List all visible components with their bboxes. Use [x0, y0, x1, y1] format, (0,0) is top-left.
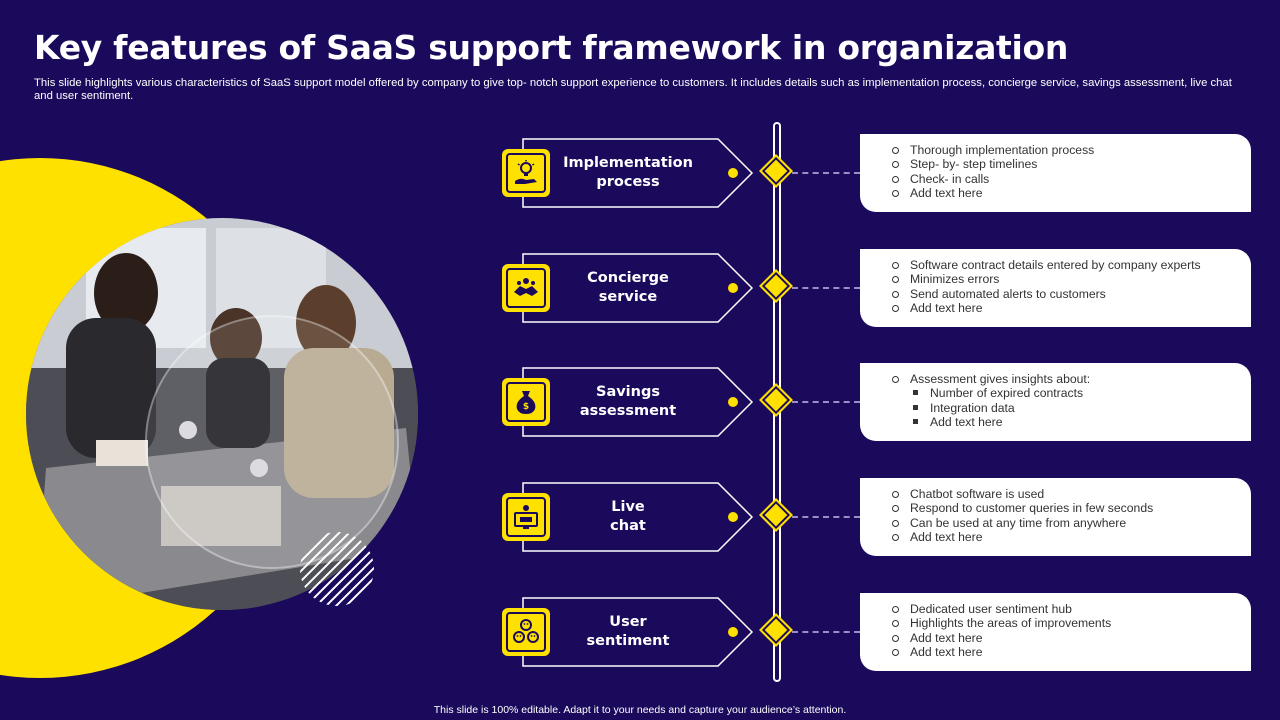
timeline-diamond: [759, 383, 793, 417]
connector-dot: [728, 627, 738, 637]
dashed-connector: [792, 287, 860, 289]
feature-details-card: Chatbot software is used Respond to cust…: [860, 478, 1251, 556]
feature-details-card: Assessment gives insights about: Number …: [860, 363, 1251, 441]
slide-title: Key features of SaaS support framework i…: [34, 28, 1069, 67]
detail-item: Add text here: [892, 645, 1251, 659]
dashed-connector: [792, 172, 860, 174]
detail-sub-item: Integration data: [892, 401, 1251, 415]
money-bag-icon: $: [502, 378, 550, 426]
detail-item: Software contract details entered by com…: [892, 258, 1251, 272]
svg-text:$: $: [523, 402, 529, 412]
connector-dot: [728, 168, 738, 178]
detail-item: Chatbot software is used: [892, 487, 1251, 501]
detail-sub-item: Add text here: [892, 415, 1251, 429]
chat-monitor-icon: [502, 493, 550, 541]
dashed-connector: [792, 401, 860, 403]
feature-details-card: Software contract details entered by com…: [860, 249, 1251, 327]
photo-area: [0, 0, 480, 720]
timeline-diamond: [759, 613, 793, 647]
detail-item: Send automated alerts to customers: [892, 287, 1251, 301]
concierge-handshake-icon: [502, 264, 550, 312]
detail-item: Add text here: [892, 301, 1251, 315]
dashed-connector: [792, 631, 860, 633]
dashed-connector: [792, 516, 860, 518]
user-emoji-icon: [502, 608, 550, 656]
timeline-diamond: [759, 154, 793, 188]
detail-item: Minimizes errors: [892, 272, 1251, 286]
detail-item: Dedicated user sentiment hub: [892, 602, 1251, 616]
connector-dot: [728, 512, 738, 522]
slide-subtitle: This slide highlights various characteri…: [34, 77, 1232, 102]
detail-item: Highlights the areas of improvements: [892, 616, 1251, 630]
feature-details-card: Thorough implementation process Step- by…: [860, 134, 1251, 212]
detail-item: Add text here: [892, 631, 1251, 645]
timeline-diamond: [759, 269, 793, 303]
photo-inner-ring: [145, 315, 399, 569]
connector-dot: [728, 283, 738, 293]
detail-item: Add text here: [892, 186, 1251, 200]
feature-details-card: Dedicated user sentiment hub Highlights …: [860, 593, 1251, 671]
detail-item: Step- by- step timelines: [892, 157, 1251, 171]
detail-item: Can be used at any time from anywhere: [892, 516, 1251, 530]
detail-item: Assessment gives insights about:: [892, 372, 1251, 386]
timeline-diamond: [759, 498, 793, 532]
lightbulb-hand-icon: [502, 149, 550, 197]
detail-sub-item: Number of expired contracts: [892, 386, 1251, 400]
detail-item: Thorough implementation process: [892, 143, 1251, 157]
connector-dot: [728, 397, 738, 407]
detail-item: Check- in calls: [892, 172, 1251, 186]
detail-item: Respond to customer queries in few secon…: [892, 501, 1251, 515]
detail-item: Add text here: [892, 530, 1251, 544]
slide-footer: This slide is 100% editable. Adapt it to…: [433, 704, 847, 716]
